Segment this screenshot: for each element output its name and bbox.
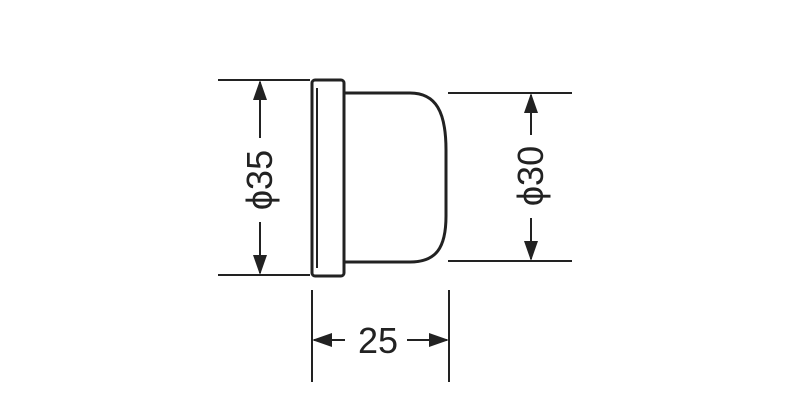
- cap-body: [344, 91, 448, 264]
- flange-diameter-label: ϕ35: [239, 150, 280, 210]
- dimension-length: 25: [312, 320, 449, 361]
- dimension-body-diameter: ϕ30: [510, 93, 551, 261]
- dimension-flange-diameter: ϕ35: [239, 80, 280, 275]
- flange: [310, 78, 346, 278]
- length-label: 25: [358, 320, 398, 361]
- body-diameter-label: ϕ30: [510, 146, 551, 206]
